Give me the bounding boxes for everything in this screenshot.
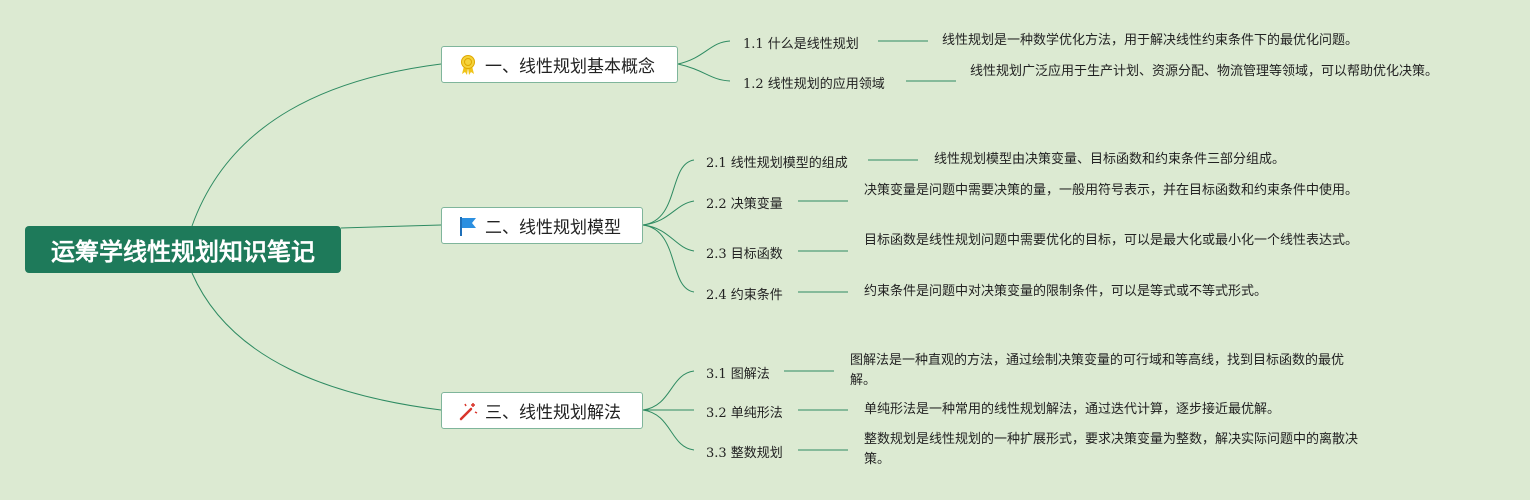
branch1-edge-1 <box>677 40 731 65</box>
subtopic-3-2[interactable]: 3.2 单纯形法 <box>706 406 783 421</box>
description-3-2: 单纯形法是一种常用的线性规划解法，通过迭代计算，逐步接近最优解。 <box>864 402 1281 417</box>
description-1-2: 线性规划广泛应用于生产计划、资源分配、物流管理等领域，可以帮助优化决策。 <box>970 64 1439 79</box>
subtopic-2-4[interactable]: 2.4 约束条件 <box>706 288 783 303</box>
root-edge-1 <box>191 63 442 227</box>
description-3-1: 图解法是一种直观的方法，通过绘制决策变量的可行域和等高线，找到目标函数的最优解。 <box>850 353 1345 388</box>
branch3-edge-1 <box>642 370 695 411</box>
subtopic-3-3[interactable]: 3.3 整数规划 <box>706 446 783 461</box>
magic-wand-icon <box>457 400 479 422</box>
award-ribbon-icon <box>457 54 479 76</box>
branch2-edge-2 <box>642 200 695 226</box>
root-topic[interactable]: 运筹学线性规划知识笔记 <box>25 226 341 273</box>
branch3-edge-3 <box>642 409 695 451</box>
root-edge-2 <box>340 224 442 229</box>
branch-label: 一、线性规划基本概念 <box>485 57 655 77</box>
description-3-3: 整数规划是线性规划的一种扩展形式，要求决策变量为整数，解决实际问题中的离散决策。 <box>864 432 1359 467</box>
branch2-edge-1 <box>642 159 695 226</box>
root-title: 运筹学线性规划知识笔记 <box>51 238 315 266</box>
description-2-4: 约束条件是问题中对决策变量的限制条件，可以是等式或不等式形式。 <box>864 284 1268 299</box>
branch-model[interactable]: 二、线性规划模型 <box>441 207 643 244</box>
flag-icon <box>457 215 479 237</box>
subtopic-2-1[interactable]: 2.1 线性规划模型的组成 <box>706 156 848 171</box>
branch2-edge-4 <box>642 224 695 293</box>
subtopic-1-1[interactable]: 1.1 什么是线性规划 <box>743 37 859 52</box>
branch-label: 二、线性规划模型 <box>485 218 621 238</box>
subtopic-1-2[interactable]: 1.2 线性规划的应用领域 <box>743 77 885 92</box>
description-2-1: 线性规划模型由决策变量、目标函数和约束条件三部分组成。 <box>934 152 1286 167</box>
subtopic-2-2[interactable]: 2.2 决策变量 <box>706 197 783 212</box>
branch-solution-methods[interactable]: 三、线性规划解法 <box>441 392 643 429</box>
root-edge-3 <box>191 272 442 411</box>
subtopic-2-3[interactable]: 2.3 目标函数 <box>706 247 783 262</box>
subtopic-3-1[interactable]: 3.1 图解法 <box>706 367 770 382</box>
description-1-1: 线性规划是一种数学优化方法，用于解决线性约束条件下的最优化问题。 <box>942 33 1359 48</box>
description-2-3: 目标函数是线性规划问题中需要优化的目标，可以是最大化或最小化一个线性表达式。 <box>864 233 1359 248</box>
description-2-2: 决策变量是问题中需要决策的量，一般用符号表示，并在目标函数和约束条件中使用。 <box>864 183 1359 198</box>
branch-label: 三、线性规划解法 <box>485 403 621 423</box>
branch-basic-concepts[interactable]: 一、线性规划基本概念 <box>441 46 678 83</box>
branch1-edge-2 <box>677 63 731 82</box>
